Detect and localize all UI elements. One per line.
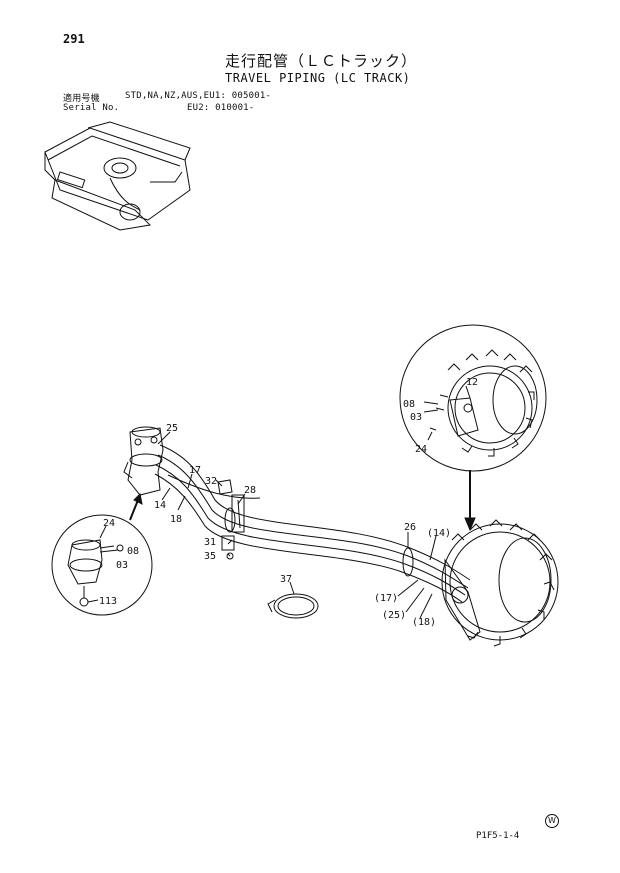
fitting-31 <box>221 535 235 551</box>
callout-14-ref: (14) <box>427 528 451 539</box>
band-clamp-37 <box>273 593 319 619</box>
callout-right-03: 03 <box>410 412 422 423</box>
callout-31: 31 <box>204 537 216 548</box>
center-joint <box>123 426 164 496</box>
callout-right-24: 24 <box>415 444 427 455</box>
callout-left-24: 24 <box>103 518 115 529</box>
figure-code: P1F5-1-4 <box>476 831 520 841</box>
page-number: 291 <box>63 32 85 46</box>
hose-clamp-26 <box>402 547 414 577</box>
callout-18-ref: (18) <box>412 617 436 628</box>
callout-18: 18 <box>170 514 182 525</box>
callout-17-ref: (17) <box>374 593 398 604</box>
center-joint-detail-view <box>51 514 153 616</box>
corner-mark-badge: W <box>545 814 559 828</box>
page-title-english: TRAVEL PIPING (LC TRACK) <box>225 71 411 85</box>
callout-28: 28 <box>244 485 256 496</box>
plug-35 <box>226 552 234 560</box>
callout-32: 32 <box>205 476 217 487</box>
serial-label-japanese: 適用号機 <box>63 94 100 104</box>
callout-25-ref: (25) <box>382 610 406 621</box>
callout-left-03: 03 <box>116 560 128 571</box>
callout-25: 25 <box>166 423 178 434</box>
machine-overview-illustration <box>44 121 191 231</box>
bracket-32 <box>217 479 233 495</box>
page-title-japanese: 走行配管（ＬＣトラック） <box>225 52 418 70</box>
callout-left-113: 113 <box>99 596 117 607</box>
travel-motor-sprocket <box>441 519 559 647</box>
callout-right-12: 12 <box>466 377 478 388</box>
callout-37: 37 <box>280 574 292 585</box>
callout-14: 14 <box>154 500 166 511</box>
hose-clamp-28 <box>224 507 236 533</box>
serial-codes-eu2: EU2: 010001- <box>187 103 255 113</box>
callout-left-08: 08 <box>127 546 139 557</box>
callout-35: 35 <box>204 551 216 562</box>
motor-detail-view <box>399 324 547 472</box>
callout-17: 17 <box>189 465 201 476</box>
callout-26: 26 <box>404 522 416 533</box>
serial-label-english: Serial No. <box>63 103 120 113</box>
serial-codes-eu1: STD,NA,NZ,AUS,EU1: 005001- <box>125 91 272 101</box>
hose-bundle <box>154 444 471 603</box>
callout-right-08: 08 <box>403 399 415 410</box>
